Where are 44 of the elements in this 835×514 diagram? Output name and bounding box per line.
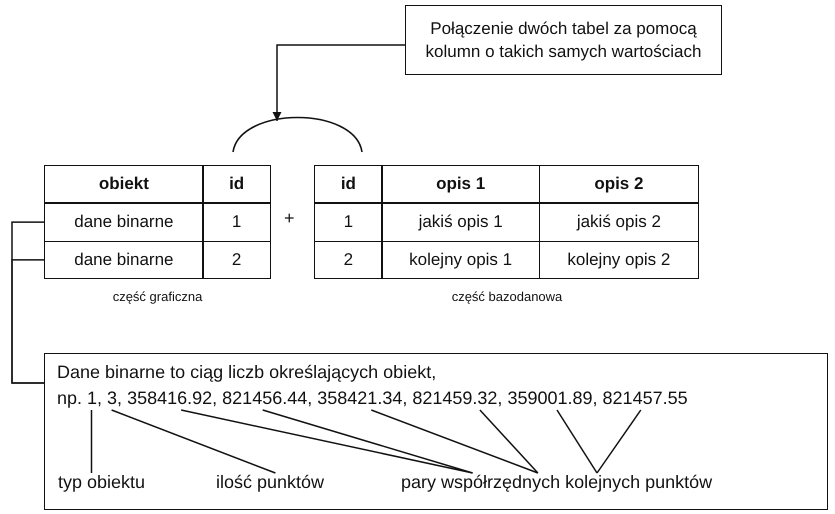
leader-line bbox=[111, 409, 276, 474]
table-cell: 2 bbox=[314, 240, 383, 280]
note-box bbox=[44, 353, 828, 510]
number-value: 358421.34, bbox=[317, 388, 408, 409]
table-cell: kolejny opis 2 bbox=[538, 240, 700, 280]
leader-line bbox=[371, 409, 538, 474]
table-cell: 1 bbox=[314, 202, 383, 242]
plus-sign: + bbox=[284, 208, 295, 229]
callout-box: Połączenie dwóch tabel za pomocą kolumn o takich samych wartościach bbox=[405, 5, 722, 75]
table-cell: jakiś opis 1 bbox=[381, 202, 540, 242]
header-cell: id bbox=[202, 165, 271, 204]
annotation-text: pary współrzędnych kolejnych punktów bbox=[401, 472, 712, 493]
annotation-text: typ obiektu bbox=[58, 472, 146, 493]
table-cell: dane binarne bbox=[44, 202, 204, 242]
leader-line bbox=[262, 409, 473, 474]
leader-line bbox=[556, 410, 598, 474]
leader-line bbox=[479, 410, 538, 474]
leader-line bbox=[596, 410, 642, 474]
number-value: 358416.92, bbox=[127, 388, 218, 409]
number-value: 821459.32, bbox=[412, 388, 502, 409]
leader-line bbox=[11, 259, 44, 384]
note-text: Dane binarne to ciąg liczb określających obiekt, bbox=[57, 362, 436, 383]
table-cell: jakiś opis 2 bbox=[538, 202, 700, 242]
example-prefix: np. bbox=[57, 388, 82, 409]
join-arc bbox=[232, 116, 363, 152]
number-value: 359001.89, bbox=[507, 388, 598, 409]
annotation-text: ilość punktów bbox=[216, 472, 324, 493]
header-cell: opis 1 bbox=[381, 165, 540, 204]
leader-line bbox=[180, 409, 473, 474]
number-value: 821457.55 bbox=[602, 388, 688, 409]
header-cell: opis 2 bbox=[538, 165, 700, 204]
arrow bbox=[272, 44, 405, 121]
table-caption: część graficzna bbox=[112, 289, 204, 304]
table-cell: dane binarne bbox=[44, 240, 204, 280]
header-cell: id bbox=[314, 165, 383, 204]
number-value: 3, bbox=[107, 388, 122, 409]
table-cell: 2 bbox=[202, 240, 271, 280]
table-cell: 1 bbox=[202, 202, 271, 242]
table-cell: kolejny opis 1 bbox=[381, 240, 540, 280]
number-value: 821456.44, bbox=[222, 388, 312, 409]
number-value: 1, bbox=[87, 388, 102, 409]
header-cell: obiekt bbox=[44, 165, 204, 204]
table-caption: część bazodanowa bbox=[450, 289, 564, 304]
leader-line bbox=[90, 410, 92, 473]
